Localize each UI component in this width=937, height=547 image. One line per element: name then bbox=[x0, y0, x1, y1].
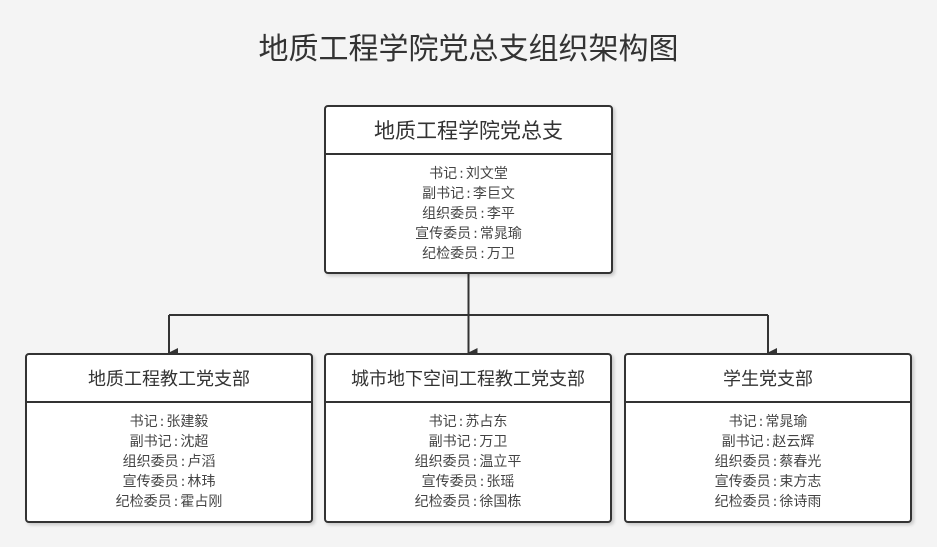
member-row: 宣传委员:林玮 bbox=[122, 474, 216, 490]
member-name: 束方志 bbox=[779, 474, 822, 490]
chart-title: 地质工程学院党总支组织架构图 bbox=[258, 32, 679, 67]
member-name: 常晁瑜 bbox=[479, 225, 522, 242]
branch-node-title: 学生党支部 bbox=[626, 355, 910, 403]
member-role: 书记 bbox=[129, 414, 158, 430]
member-row: 组织委员:李平 bbox=[422, 205, 515, 222]
member-name: 张建毅 bbox=[166, 414, 209, 430]
branch-node-title: 地质工程教工党支部 bbox=[27, 355, 311, 403]
member-role: 组织委员 bbox=[122, 454, 179, 470]
member-role: 纪检委员 bbox=[115, 494, 172, 510]
member-role: 组织委员 bbox=[714, 454, 771, 470]
member-name: 温立平 bbox=[479, 454, 522, 470]
member-row: 纪检委员:万卫 bbox=[422, 245, 515, 262]
branch-node-geological-faculty: 地质工程教工党支部 书记:张建毅 副书记:沈超 组织委员:卢滔 宣传委员:林玮 … bbox=[25, 353, 313, 523]
branch-node-title: 城市地下空间工程教工党支部 bbox=[326, 355, 610, 403]
member-name: 万卫 bbox=[486, 245, 515, 262]
member-row: 书记:刘文堂 bbox=[429, 165, 508, 182]
member-row: 副书记:沈超 bbox=[129, 434, 209, 450]
member-role: 宣传委员 bbox=[415, 225, 472, 242]
member-row: 宣传委员:张瑶 bbox=[421, 474, 515, 490]
member-name: 卢滔 bbox=[187, 454, 216, 470]
member-name: 徐国栋 bbox=[479, 494, 522, 510]
member-name: 沈超 bbox=[180, 434, 209, 450]
branch-node-student: 学生党支部 书记:常晁瑜 副书记:赵云辉 组织委员:蔡春光 宣传委员:束方志 纪… bbox=[624, 353, 912, 523]
member-row: 书记:张建毅 bbox=[129, 414, 209, 430]
member-role: 书记 bbox=[728, 414, 757, 430]
member-row: 副书记:万卫 bbox=[428, 434, 508, 450]
member-role: 书记 bbox=[428, 414, 457, 430]
member-row: 书记:苏占东 bbox=[428, 414, 508, 430]
member-role: 副书记 bbox=[129, 434, 172, 450]
member-role: 纪检委员 bbox=[414, 494, 471, 510]
branch-node-members: 书记:常晁瑜 副书记:赵云辉 组织委员:蔡春光 宣传委员:束方志 纪检委员:徐诗… bbox=[626, 403, 910, 521]
member-row: 副书记:赵云辉 bbox=[721, 434, 815, 450]
member-name: 常晁瑜 bbox=[765, 414, 808, 430]
member-row: 宣传委员:束方志 bbox=[714, 474, 822, 490]
member-name: 李平 bbox=[486, 205, 515, 222]
member-role: 纪检委员 bbox=[422, 245, 479, 262]
root-node-title: 地质工程学院党总支 bbox=[326, 107, 611, 155]
root-node-members: 书记:刘文堂 副书记:李巨文 组织委员:李平 宣传委员:常晁瑜 纪检委员:万卫 bbox=[326, 155, 611, 272]
member-name: 张瑶 bbox=[486, 474, 515, 490]
member-row: 宣传委员:常晁瑜 bbox=[415, 225, 522, 242]
member-role: 副书记 bbox=[422, 185, 465, 202]
member-row: 组织委员:卢滔 bbox=[122, 454, 216, 470]
branch-node-urban-underground: 城市地下空间工程教工党支部 书记:苏占东 副书记:万卫 组织委员:温立平 宣传委… bbox=[324, 353, 612, 523]
member-role: 宣传委员 bbox=[122, 474, 179, 490]
branch-node-members: 书记:苏占东 副书记:万卫 组织委员:温立平 宣传委员:张瑶 纪检委员:徐国栋 bbox=[326, 403, 610, 521]
member-row: 副书记:李巨文 bbox=[422, 185, 515, 202]
member-role: 组织委员 bbox=[422, 205, 479, 222]
member-name: 赵云辉 bbox=[772, 434, 815, 450]
member-name: 万卫 bbox=[479, 434, 508, 450]
member-name: 李巨文 bbox=[472, 185, 515, 202]
member-name: 林玮 bbox=[187, 474, 216, 490]
branch-node-members: 书记:张建毅 副书记:沈超 组织委员:卢滔 宣传委员:林玮 纪检委员:霍占刚 bbox=[27, 403, 311, 521]
member-row: 组织委员:温立平 bbox=[414, 454, 522, 470]
member-role: 宣传委员 bbox=[421, 474, 478, 490]
member-name: 苏占东 bbox=[465, 414, 508, 430]
member-role: 宣传委员 bbox=[714, 474, 771, 490]
member-row: 组织委员:蔡春光 bbox=[714, 454, 822, 470]
member-row: 纪检委员:霍占刚 bbox=[115, 494, 223, 510]
member-role: 书记 bbox=[429, 165, 458, 182]
member-row: 纪检委员:徐诗雨 bbox=[714, 494, 822, 510]
member-name: 蔡春光 bbox=[779, 454, 822, 470]
member-role: 副书记 bbox=[721, 434, 764, 450]
member-role: 组织委员 bbox=[414, 454, 471, 470]
root-node: 地质工程学院党总支 书记:刘文堂 副书记:李巨文 组织委员:李平 宣传委员:常晁… bbox=[324, 105, 613, 274]
member-name: 霍占刚 bbox=[180, 494, 223, 510]
member-name: 徐诗雨 bbox=[779, 494, 822, 510]
member-name: 刘文堂 bbox=[465, 165, 508, 182]
member-role: 副书记 bbox=[428, 434, 471, 450]
member-row: 书记:常晁瑜 bbox=[728, 414, 808, 430]
member-role: 纪检委员 bbox=[714, 494, 771, 510]
member-row: 纪检委员:徐国栋 bbox=[414, 494, 522, 510]
